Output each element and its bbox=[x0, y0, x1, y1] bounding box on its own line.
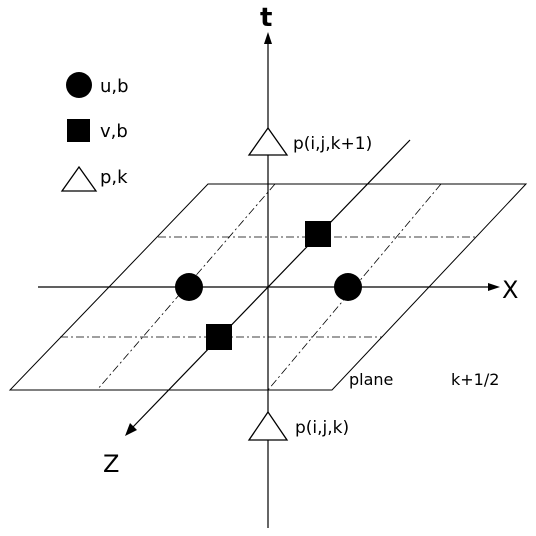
x-axis-arrowhead bbox=[488, 283, 500, 291]
legend-label-u: u,b bbox=[100, 76, 129, 97]
legend-circle-icon bbox=[66, 72, 92, 98]
p-point-upper bbox=[247, 126, 289, 156]
legend-label-p: p,k bbox=[100, 167, 128, 188]
x-axis-label: X bbox=[502, 276, 518, 304]
z-axis-label: Z bbox=[103, 450, 119, 478]
p-point-lower bbox=[247, 410, 289, 441]
z-axis-arrowhead bbox=[125, 423, 137, 436]
plane-level-label: k+1/2 bbox=[451, 370, 499, 389]
z-axis bbox=[131, 139, 411, 429]
plane-grid-line-left bbox=[96, 183, 276, 391]
plane-outline bbox=[8, 183, 528, 391]
v-point-front bbox=[206, 324, 232, 350]
v-point-back bbox=[305, 221, 331, 247]
p-lower-label: p(i,j,k) bbox=[295, 418, 349, 438]
legend-square-icon bbox=[67, 119, 90, 142]
legend: u,b v,b p,k bbox=[60, 72, 129, 192]
legend-triangle-icon bbox=[60, 165, 98, 192]
plane-label: plane bbox=[349, 370, 393, 389]
t-axis-arrowhead bbox=[264, 32, 272, 44]
u-point-right bbox=[334, 273, 362, 301]
p-upper-label: p(i,j,k+1) bbox=[293, 134, 372, 154]
u-point-left bbox=[175, 273, 203, 301]
t-axis-label: t bbox=[260, 3, 272, 33]
legend-label-v: v,b bbox=[100, 121, 128, 142]
